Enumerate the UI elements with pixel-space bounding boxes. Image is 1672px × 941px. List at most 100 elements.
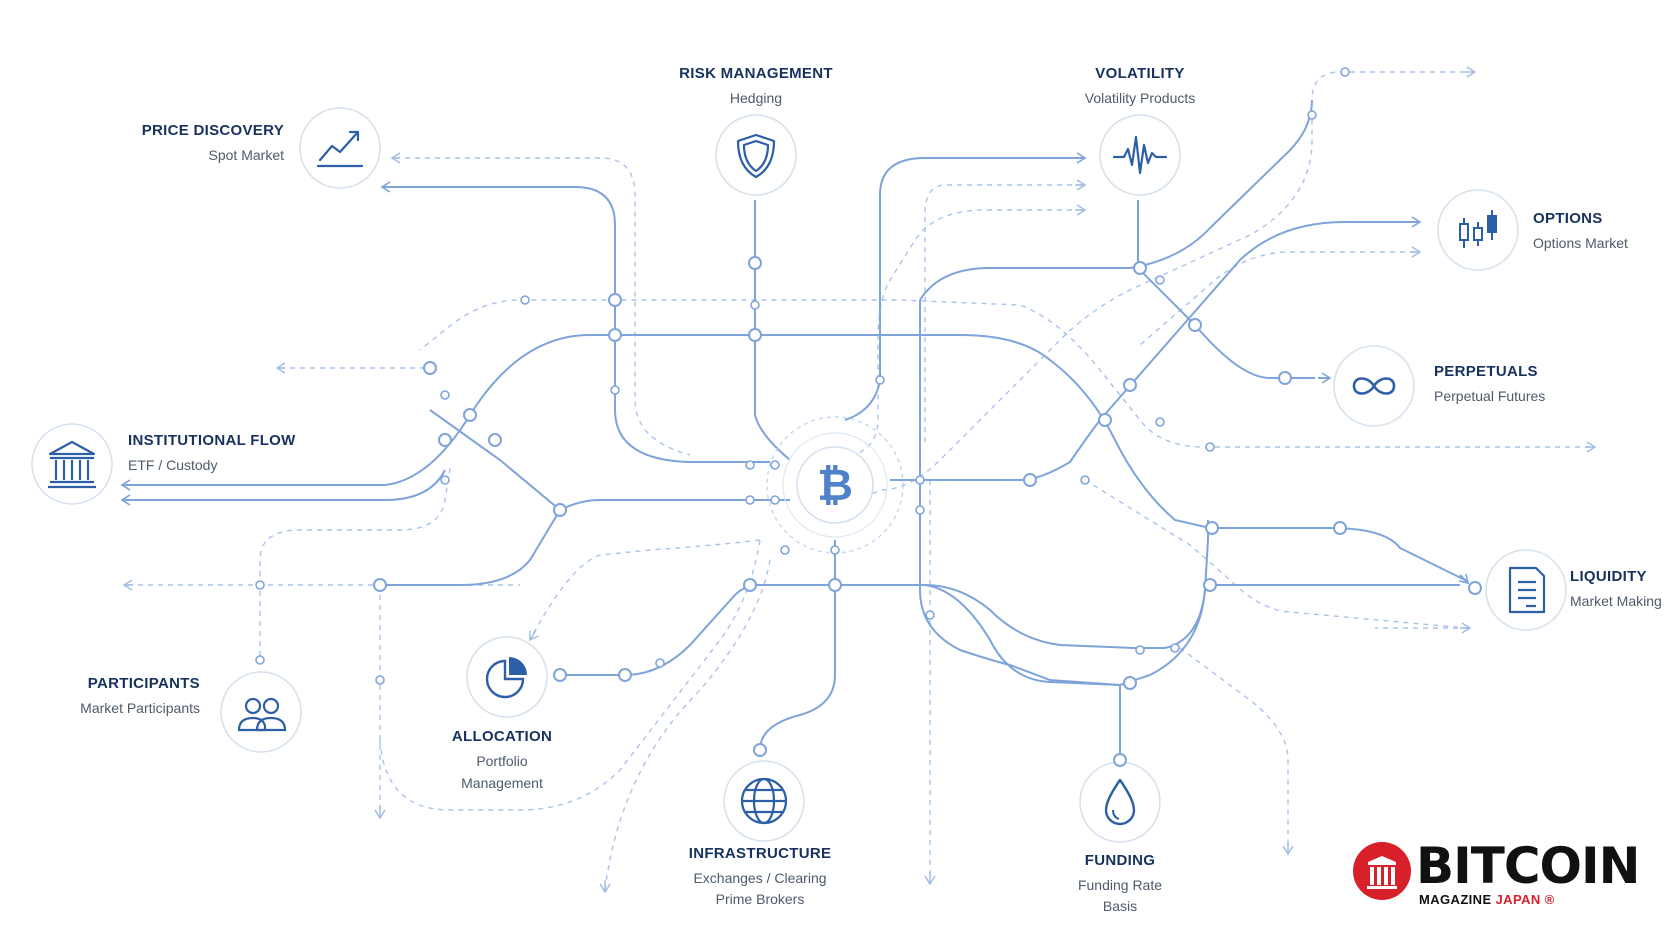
document-icon [1508, 566, 1546, 614]
node-infrastructure: INFRASTRUCTURE Exchanges / Clearing Prim… [689, 845, 832, 909]
node-risk-management: RISK MANAGEMENT Hedging [679, 65, 833, 108]
station-dot [743, 578, 757, 592]
waveform-icon [1112, 135, 1168, 175]
station-dot [915, 475, 925, 485]
route-dashed [854, 209, 1082, 456]
station-dot [748, 256, 762, 270]
bitcoin-magazine-logo: BITCOIN MAGAZINE JAPAN ® [1352, 838, 1662, 908]
route-solid [890, 221, 1415, 481]
node-title: INSTITUTIONAL FLOW [128, 432, 296, 449]
node-title: INFRASTRUCTURE [688, 845, 832, 862]
route-solid [429, 409, 790, 512]
icon-circle [466, 636, 548, 718]
route-dashed [379, 539, 761, 811]
node-subtitle: Funding Rate [1077, 877, 1163, 893]
station-dot [373, 578, 387, 592]
station-dot [1155, 275, 1165, 285]
route-solid [385, 186, 770, 463]
station-dot [1278, 371, 1292, 385]
icon-circle [715, 114, 797, 196]
shield-icon [736, 133, 776, 179]
route-dashed [604, 559, 771, 891]
route-solid [919, 300, 1121, 686]
route-solid [759, 540, 836, 751]
node-subtitle: Volatility Products [1084, 90, 1196, 106]
station-dot [375, 675, 385, 685]
station-dot [655, 658, 665, 668]
node-title: RISK MANAGEMENT [679, 65, 833, 82]
station-dot [828, 578, 842, 592]
node-title: PARTICIPANTS [87, 675, 200, 692]
node-funding: FUNDING Funding Rate Basis [1078, 852, 1162, 916]
station-dot [1023, 473, 1037, 487]
route-solid [1137, 200, 1315, 379]
route-dashed [529, 539, 761, 641]
station-dot [753, 743, 767, 757]
station-dot [830, 545, 840, 555]
icon-circle [299, 107, 381, 189]
station-dot [1170, 643, 1180, 653]
station-dot [608, 293, 622, 307]
station-dot [553, 503, 567, 517]
route-solid [919, 267, 1040, 301]
route-dashed [924, 184, 1082, 445]
icon-circle [220, 671, 302, 753]
station-dot [1188, 318, 1202, 332]
station-dot [1468, 581, 1482, 595]
icon-circle [1099, 114, 1181, 196]
node-institutional-flow: INSTITUTIONAL FLOW ETF / Custody [128, 432, 296, 475]
route-solid [754, 200, 791, 461]
station-dot [915, 505, 925, 515]
station-dot [1340, 67, 1350, 77]
node-subtitle: Spot Market [208, 147, 284, 163]
station-dot [1080, 475, 1090, 485]
node-price-discovery: PRICE DISCOVERY Spot Market [142, 122, 284, 165]
station-dot [255, 580, 265, 590]
station-dot [745, 495, 755, 505]
station-dot [520, 295, 530, 305]
node-perpetuals: PERPETUALS Perpetual Futures [1434, 363, 1545, 406]
station-dot [770, 495, 780, 505]
pie-chart-icon [485, 657, 527, 699]
station-dot [875, 375, 885, 385]
station-dot [1135, 645, 1145, 655]
node-subtitle: Hedging [729, 90, 783, 106]
route-solid [1035, 99, 1313, 269]
station-dot [750, 300, 760, 310]
route-dashed [1179, 647, 1289, 850]
station-dot [770, 460, 780, 470]
node-title: LIQUIDITY [1570, 568, 1647, 585]
station-dot [1307, 110, 1317, 120]
hub-ring [782, 432, 888, 538]
station-dot [608, 328, 622, 342]
station-dot [1123, 676, 1137, 690]
station-dot [1203, 578, 1217, 592]
station-dot [780, 545, 790, 555]
route-solid [380, 509, 561, 586]
station-dot [553, 668, 567, 682]
station-dot [440, 390, 450, 400]
station-dot [255, 655, 265, 665]
route-dashed [1084, 479, 1466, 629]
station-dot [423, 361, 437, 375]
node-title: PERPETUALS [1434, 363, 1538, 380]
route-solid [844, 157, 1082, 421]
svg-text:₿: ₿ [817, 460, 853, 511]
route-dashed [395, 157, 691, 456]
route-dashed [259, 467, 451, 660]
bank-icon [48, 440, 96, 489]
station-dot [488, 433, 502, 447]
node-subtitle: Options Market [1533, 235, 1628, 251]
station-dot [748, 328, 762, 342]
node-participants: PARTICIPANTS Market Participants [80, 675, 200, 718]
node-subtitle: Management [461, 775, 543, 791]
brand-sub-suffix: JAPAN ® [1495, 892, 1555, 907]
station-dot [1333, 521, 1347, 535]
node-title: ALLOCATION [451, 728, 553, 745]
station-dot [463, 408, 477, 422]
node-subtitle: Market Making [1570, 593, 1662, 609]
brand-subtitle: MAGAZINE JAPAN ® [1419, 892, 1555, 907]
route-dashed [849, 71, 1465, 506]
